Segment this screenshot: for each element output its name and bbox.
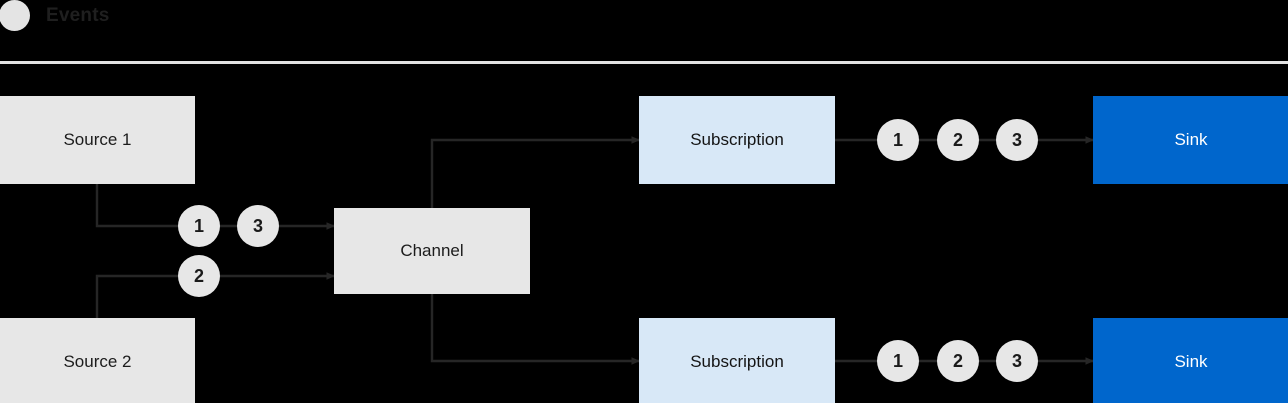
wire-channel-to-subscription-top: [430, 136, 641, 208]
node-source-2[interactable]: Source 2: [0, 318, 195, 403]
event-token-egress-bottom-1: 1: [877, 340, 919, 382]
event-token-egress-bottom-2: 2: [937, 340, 979, 382]
node-channel-label: Channel: [400, 241, 464, 260]
legend-label: Events: [46, 5, 110, 26]
header-divider: [0, 61, 1288, 64]
node-source-1-label: Source 1: [63, 130, 132, 149]
node-channel[interactable]: Channel: [334, 208, 530, 294]
event-token-ingress-bottom-1: 2: [178, 255, 220, 297]
node-subscription-bottom-label: Subscription: [690, 352, 784, 371]
diagram-header: Events: [0, 0, 1288, 64]
node-source-2-label: Source 2: [63, 352, 132, 371]
wire-channel-to-subscription-bottom: [430, 294, 641, 365]
event-token-ingress-top-1: 1: [178, 205, 220, 247]
event-token-egress-top-3: 3: [996, 119, 1038, 161]
node-sink-bottom-label: Sink: [1174, 352, 1208, 371]
node-sink-top[interactable]: Sink: [1093, 96, 1288, 184]
node-source-1[interactable]: Source 1: [0, 96, 195, 184]
event-token-egress-top-1: 1: [877, 119, 919, 161]
node-subscription-top-label: Subscription: [690, 130, 784, 149]
wire-source2-to-channel: [95, 272, 336, 318]
event-token-ingress-top-2: 3: [237, 205, 279, 247]
node-sink-bottom[interactable]: Sink: [1093, 318, 1288, 403]
event-token-egress-top-2: 2: [937, 119, 979, 161]
event-token-egress-bottom-3: 3: [996, 340, 1038, 382]
node-subscription-bottom[interactable]: Subscription: [639, 318, 835, 403]
node-sink-top-label: Sink: [1174, 130, 1208, 149]
node-subscription-top[interactable]: Subscription: [639, 96, 835, 184]
event-dot-icon: [0, 0, 30, 31]
